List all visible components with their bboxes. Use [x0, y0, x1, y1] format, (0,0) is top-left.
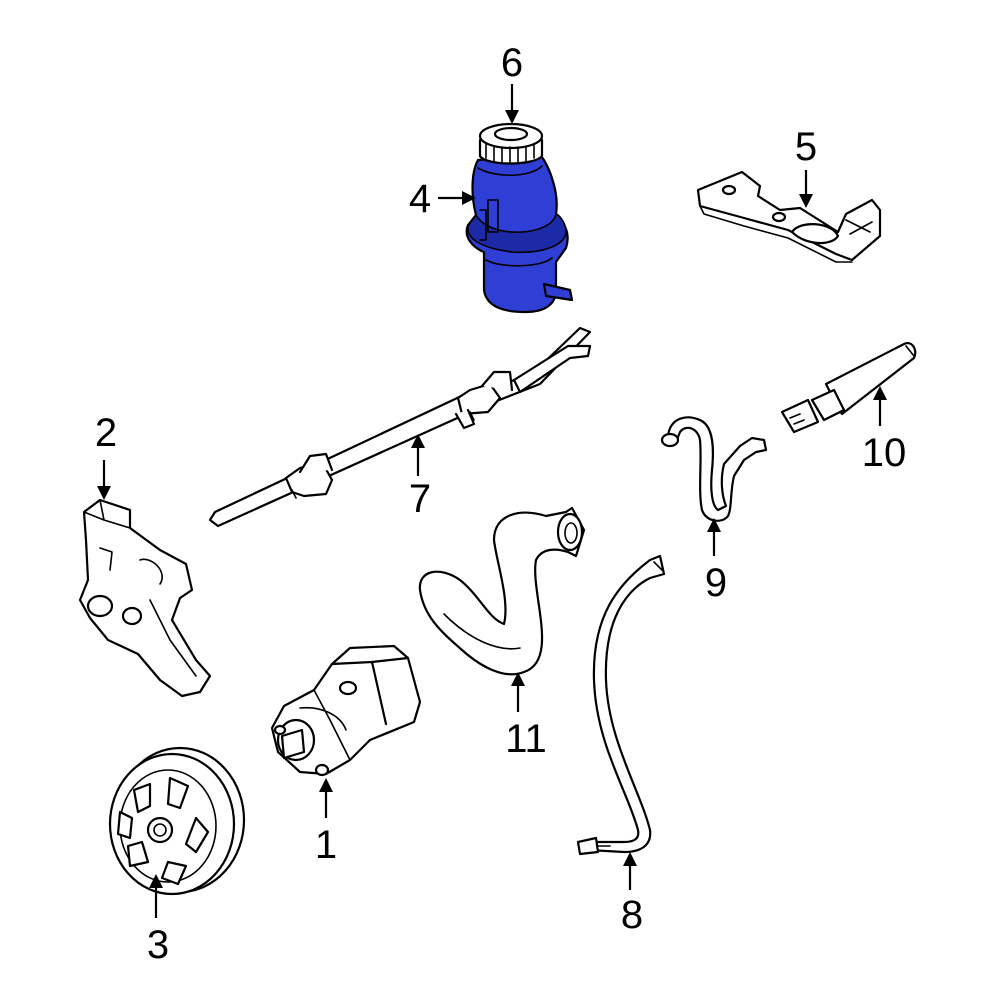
callout-9[interactable]: 9: [705, 561, 727, 605]
callout-1[interactable]: 1: [315, 823, 337, 867]
reservoir-bracket-part[interactable]: [696, 170, 882, 263]
reservoir-cap-part[interactable]: [478, 122, 544, 165]
callout-4[interactable]: 4: [409, 177, 431, 221]
callout-10[interactable]: 10: [862, 431, 907, 475]
pulley-part[interactable]: [108, 746, 246, 896]
callout-6[interactable]: 6: [501, 41, 523, 85]
callout-11[interactable]: 11: [505, 717, 547, 761]
callout-5[interactable]: 5: [795, 125, 817, 169]
fitting-hose-part[interactable]: [780, 342, 917, 434]
reservoir-part[interactable]: [465, 122, 574, 314]
pump-bracket-part[interactable]: [78, 498, 212, 698]
hose-assembly-part[interactable]: [208, 326, 592, 528]
supply-hose-part[interactable]: [418, 506, 586, 676]
pressure-line-part[interactable]: [660, 416, 768, 522]
callout-3[interactable]: 3: [147, 923, 169, 967]
callout-7[interactable]: 7: [409, 477, 431, 521]
callout-labels: 6 4 5 7 2 1 3 11 8 9 10: [95, 41, 906, 967]
callout-8[interactable]: 8: [621, 893, 643, 937]
callout-2[interactable]: 2: [95, 411, 117, 455]
callout-arrows: [97, 84, 887, 918]
return-hose-part[interactable]: [576, 554, 666, 856]
power-steering-pump-part[interactable]: [270, 644, 422, 777]
